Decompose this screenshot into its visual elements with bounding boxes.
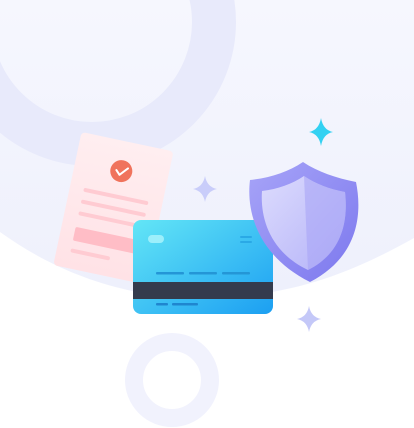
sparkle-icon [297, 306, 321, 332]
sparkle-icon [309, 118, 333, 146]
sparkle-icon [193, 176, 217, 202]
shield-icon [249, 162, 359, 282]
credit-card-icon [133, 220, 273, 314]
background-ring-bottom [125, 333, 219, 427]
check-icon [110, 160, 133, 183]
